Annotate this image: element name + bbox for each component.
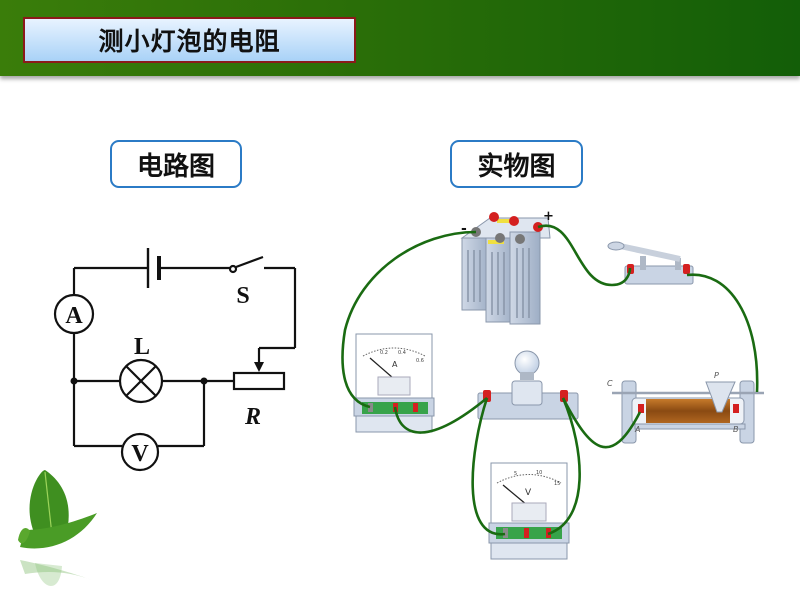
rheostat-letter: R	[244, 404, 261, 430]
switch-blade	[235, 255, 264, 269]
ammeter-unit: A	[392, 360, 398, 369]
wire-battery-ammeter	[341, 230, 477, 409]
battery-negative-sign: -	[461, 221, 467, 237]
circuit-diagram-label-box: 电路图	[110, 140, 242, 188]
rheostat: C P A B	[607, 371, 764, 444]
leaf-icon	[18, 470, 97, 587]
voltmeter-scale-5: 5	[514, 471, 517, 477]
junction-dot-left	[70, 377, 78, 385]
switch-pivot	[228, 264, 238, 274]
connecting-wires	[341, 224, 759, 536]
physical-diagram-label-box: 实物图	[450, 140, 583, 188]
battery-terminal-red	[489, 212, 499, 222]
switch-letter: S	[236, 283, 249, 309]
lamp-letter: L	[134, 334, 150, 360]
wire-switch-rheostat	[686, 273, 759, 393]
title-box: 测小灯泡的电阻	[23, 17, 356, 63]
battery-positive-sign: +	[543, 209, 554, 224]
voltmeter-scale-15: 15	[554, 481, 560, 487]
page-title: 测小灯泡的电阻	[98, 27, 281, 56]
knife-switch	[607, 241, 694, 285]
wire-lamp-voltmeter	[471, 397, 506, 536]
lamp-holder	[477, 350, 579, 420]
circuit-diagram-label: 电路图	[136, 151, 215, 182]
wire-battery-switch	[537, 224, 632, 287]
wire-lamp-rheostat	[561, 397, 642, 449]
rheostat-terminal-b: B	[733, 425, 739, 434]
rheostat-terminal-c: C	[607, 379, 613, 388]
rheostat-symbol	[232, 371, 286, 391]
ammeter-device: A 0.2 0.4 0.6	[353, 333, 435, 433]
ammeter-scale-04: 0.4	[398, 350, 406, 356]
header-bar: 测小灯泡的电阻	[0, 0, 800, 76]
lamp-symbol	[118, 358, 164, 404]
battery-pack: - +	[460, 209, 554, 325]
voltmeter-symbol	[120, 432, 160, 472]
ammeter-letter: A	[65, 303, 83, 329]
ammeter-symbol	[53, 293, 95, 335]
voltmeter-letter: V	[131, 441, 149, 467]
wire-lamp-voltmeter-plus	[547, 397, 581, 536]
rheostat-slider-p: P	[714, 371, 719, 380]
physical-diagram-label: 实物图	[477, 151, 556, 182]
ammeter-scale-02: 0.2	[380, 350, 388, 356]
slider-arrowhead	[254, 362, 264, 372]
junction-dot-right	[200, 377, 208, 385]
ammeter-scale-06: 0.6	[416, 358, 424, 364]
rheostat-terminal-a: A	[634, 425, 640, 434]
voltmeter-scale-10: 10	[536, 470, 542, 476]
voltmeter-unit: V	[525, 488, 532, 498]
wire-ammeter-lamp	[393, 396, 488, 434]
